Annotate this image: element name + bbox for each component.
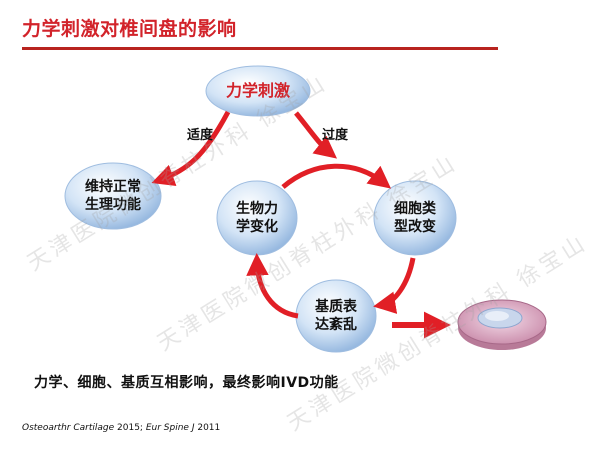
- node-biomech-change-label: 生物力 学变化: [236, 201, 278, 235]
- page-title: 力学刺激对椎间盘的影响: [22, 18, 237, 40]
- node-cell-type-change: [373, 180, 457, 256]
- edge-label-excessive: 过度: [322, 128, 349, 143]
- citation-year-2: 2011: [197, 423, 221, 433]
- arrow-biomech-to-cell: [281, 163, 392, 189]
- node-matrix-disorder-label: 基质表 达紊乱: [315, 299, 357, 333]
- arrow-matrix-to-biomech: [246, 253, 299, 319]
- node-cell-type-change-label: 细胞类 型改变: [394, 201, 436, 235]
- edge-label-moderate: 适度: [187, 128, 214, 143]
- intervertebral-disc-icon: [457, 299, 547, 350]
- node-normal-function-label: 维持正常 生理功能: [85, 179, 141, 213]
- title-divider: [22, 47, 498, 50]
- arrow-cell-to-matrix: [373, 257, 416, 314]
- node-stimulus: [205, 65, 311, 117]
- citation: Osteoarthr Cartilage 2015; Eur Spine J 2…: [22, 423, 220, 433]
- citation-journal-1: Osteoarthr Cartilage: [22, 423, 115, 433]
- arrow-moderate: [151, 110, 231, 187]
- summary-text: 力学、细胞、基质互相影响，最终影响IVD功能: [34, 375, 339, 391]
- arrow-excessive: [294, 111, 338, 159]
- node-stimulus-label: 力学刺激: [225, 81, 290, 100]
- node-normal-function: [64, 162, 162, 230]
- citation-journal-2: Eur Spine J: [145, 423, 195, 433]
- citation-year-1: 2015;: [117, 423, 143, 433]
